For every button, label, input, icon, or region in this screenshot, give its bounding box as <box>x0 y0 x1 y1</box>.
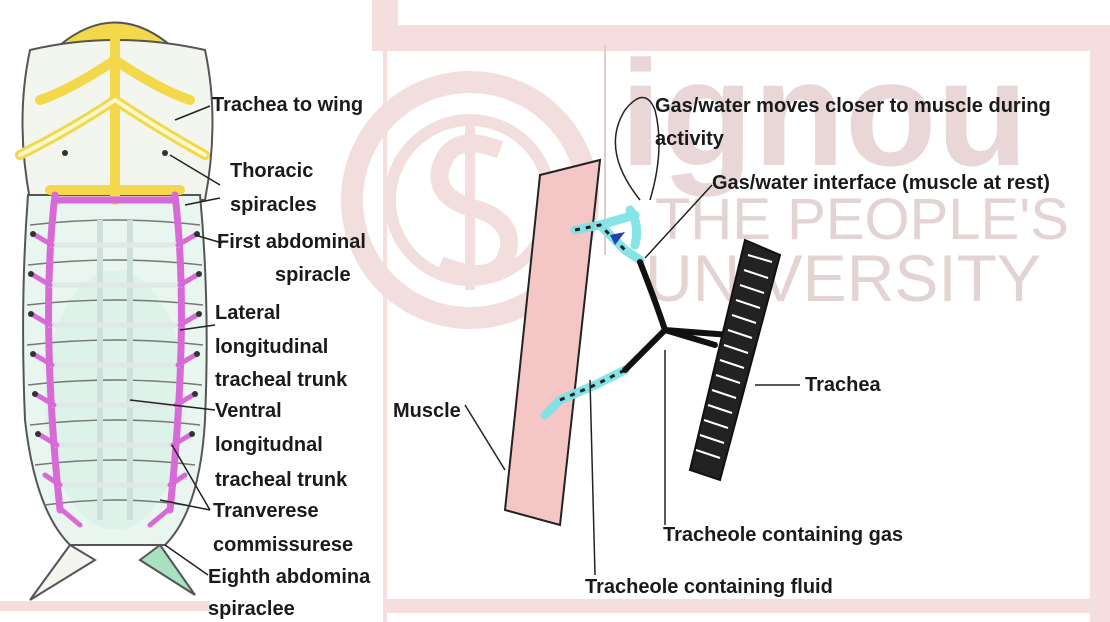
label-gas-moves-line1: Gas/water moves closer to muscle during <box>655 95 1051 117</box>
label-tracheole-fluid: Tracheole containing fluid <box>585 576 833 598</box>
label-trachea: Trachea <box>805 374 881 396</box>
label-interface: Gas/water interface (muscle at rest) <box>712 172 1050 194</box>
label-gas-moves-line2: activity <box>655 128 724 150</box>
label-tracheole-gas: Tracheole containing gas <box>663 524 903 546</box>
label-muscle: Muscle <box>393 400 461 422</box>
